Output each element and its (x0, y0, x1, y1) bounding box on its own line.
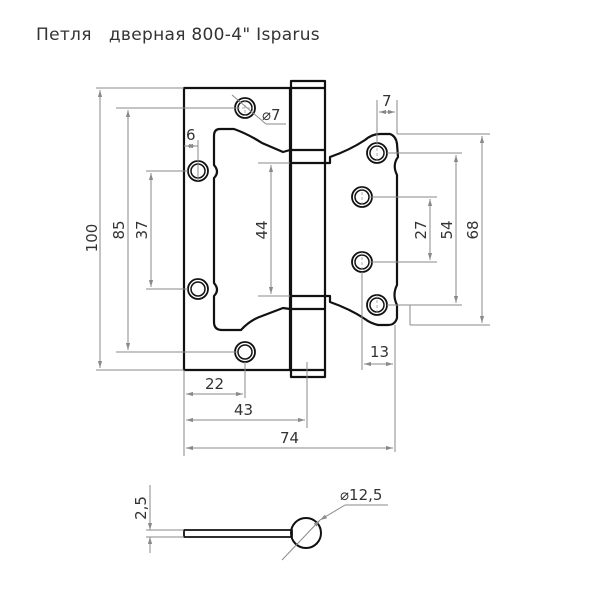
dim-22: 22 (205, 375, 224, 393)
screw-holes (187, 97, 388, 363)
dim-37: 37 (133, 220, 151, 239)
dim-13: 13 (370, 343, 389, 361)
dim-74: 74 (280, 429, 299, 447)
dimension-labels: 100 85 37 6 ⌀7 44 7 27 54 68 13 22 43 74 (83, 92, 482, 447)
side-view: 2,5 ⌀12,5 (132, 485, 388, 561)
dim-thickness: 2,5 (132, 496, 150, 520)
dim-6: 6 (186, 126, 196, 144)
dim-knuckle-diameter: ⌀12,5 (340, 486, 382, 504)
left-leaf (182, 86, 292, 372)
dim-hole-diameter: ⌀7 (262, 106, 281, 124)
dim-100: 100 (83, 224, 101, 253)
dim-27: 27 (412, 220, 430, 239)
dim-44: 44 (253, 220, 271, 239)
dim-43: 43 (234, 401, 253, 419)
center-lines (237, 100, 378, 315)
dim-85: 85 (110, 220, 128, 239)
dimension-lines (96, 87, 490, 456)
drawing-title: Петля дверная 800-4" Isparus (36, 25, 320, 45)
right-leaf (325, 132, 400, 327)
dim-68: 68 (464, 220, 482, 239)
hinge-knuckle (289, 79, 327, 379)
hole (234, 341, 256, 363)
dim-54: 54 (438, 220, 456, 239)
hole (187, 278, 209, 300)
dim-7-top: 7 (382, 92, 392, 110)
